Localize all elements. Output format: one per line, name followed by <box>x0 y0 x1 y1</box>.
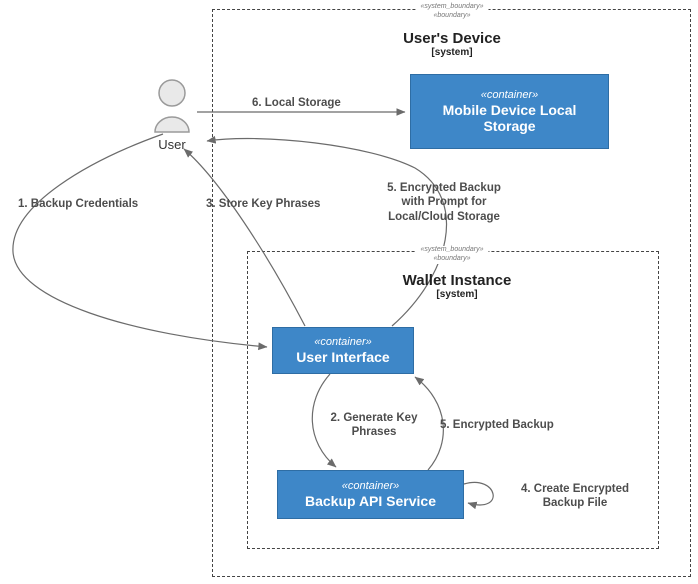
users-device-stereotypes: «system_boundary» «boundary» <box>415 3 489 21</box>
mobile-storage-title: Mobile Device Local Storage <box>442 102 577 135</box>
user-actor-label: User <box>158 137 186 152</box>
wallet-instance-stereotypes: «system_boundary» «boundary» <box>415 246 489 264</box>
container-user-interface: «container» User Interface <box>272 327 414 374</box>
users-device-subtitle: [system] <box>431 47 473 59</box>
edge-label-backup-credentials: 1. Backup Credentials <box>18 198 139 210</box>
wallet-instance-subtitle: [system] <box>436 289 478 301</box>
edge-label-encrypted-backup-prompt: 5. Encrypted Backup with Prompt for Loca… <box>387 182 501 223</box>
edge-label-create-encrypted-backup-file: 4. Create Encrypted Backup File <box>520 483 629 510</box>
wallet-instance-title-block: Wallet Instance [system] <box>403 272 512 301</box>
users-device-title-block: User's Device [system] <box>403 30 501 59</box>
user-interface-title: User Interface <box>296 349 390 366</box>
container-mobile-device-local-storage: «container» Mobile Device Local Storage <box>410 74 609 149</box>
container-backup-api-service: «container» Backup API Service <box>277 470 464 519</box>
users-device-title: User's Device <box>403 30 501 47</box>
user-interface-stereotype: «container» <box>314 335 372 348</box>
wallet-instance-title: Wallet Instance <box>402 272 512 289</box>
backup-api-title: Backup API Service <box>305 493 436 510</box>
edge-label-local-storage: 6. Local Storage <box>252 97 341 109</box>
backup-api-stereotype: «container» <box>341 479 400 492</box>
edge-label-encrypted-backup: 5. Encrypted Backup <box>440 419 554 431</box>
mobile-storage-stereotype: «container» <box>480 88 539 101</box>
edge-label-store-key-phrases: 3. Store Key Phrases <box>206 198 321 210</box>
user-actor-icon <box>154 79 190 133</box>
edge-label-generate-key-phrases: 2. Generate Key Phrases <box>330 412 418 439</box>
